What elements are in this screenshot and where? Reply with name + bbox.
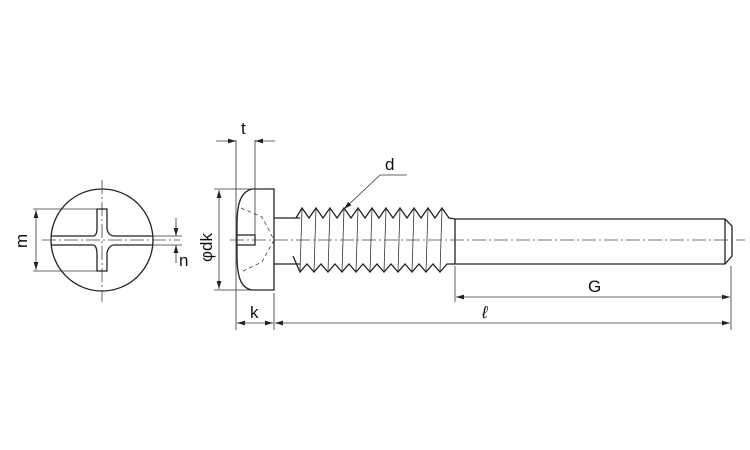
label-n: n — [179, 251, 188, 270]
label-dk: φdk — [197, 233, 216, 262]
label-t: t — [241, 119, 246, 138]
label-k: k — [250, 303, 259, 322]
head-top-view — [33, 180, 182, 302]
dimension-lines — [237, 174, 732, 330]
head-side-view — [214, 138, 275, 330]
label-G: G — [588, 277, 601, 296]
screw-shank — [230, 206, 745, 274]
label-d: d — [385, 155, 394, 174]
label-l: ℓ — [481, 303, 488, 322]
phillips-recess — [51, 208, 153, 272]
label-m: m — [12, 234, 31, 248]
